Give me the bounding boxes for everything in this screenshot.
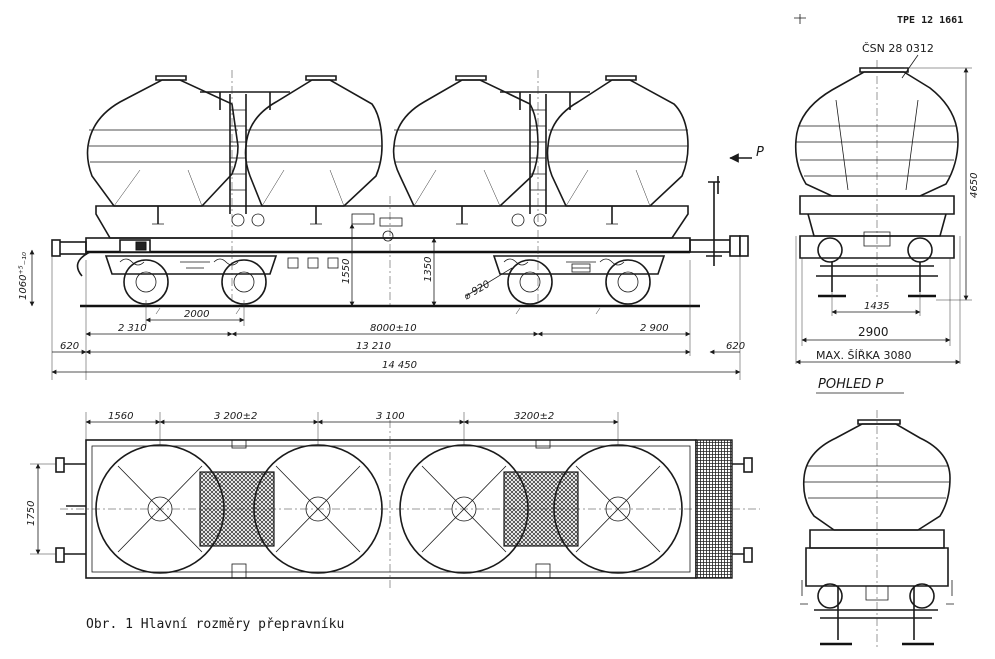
dim-overhang-right: 2 900 — [640, 323, 669, 334]
dim-buffer-centre: 1060⁺⁵₋₁₀ — [18, 252, 29, 300]
dim-hopper-pitch-1: 3 200±2 — [214, 411, 257, 422]
dim-buffer-height: 1350 — [423, 257, 434, 282]
buffer — [51, 235, 749, 277]
view-label: POHLED P — [818, 377, 883, 392]
dim-wheel-diameter: ⌀ 920 — [462, 279, 492, 303]
dim-buffer-left: 620 — [60, 341, 79, 352]
dim-height: 4650 — [969, 173, 980, 198]
dim-max-width: MAX. ŠÍŘKA 3080 — [816, 349, 911, 362]
dim-over-frame: 13 210 — [356, 341, 391, 352]
plan-view: 1560 3 200±2 3 100 3200±2 1750 — [26, 411, 760, 590]
dim-overhang-left: 2 310 — [118, 323, 147, 334]
dim-hopper-pitch-3: 3200±2 — [514, 411, 554, 422]
side-view: P 1550 1350 ⌀ 920 1060⁺⁵₋₁₀ 2000 2 310 8… — [18, 70, 764, 380]
dim-width: 2900 — [858, 325, 889, 339]
dim-bogie-wheelbase: 2000 — [184, 309, 209, 320]
dim-over-buffers: 14 450 — [382, 360, 417, 371]
end-view-lower — [800, 410, 954, 650]
dim-track-gauge: 1435 — [864, 301, 889, 312]
dim-buffer-spacing: 1750 — [26, 501, 37, 526]
drawing-number: TPE 12 1661 — [897, 15, 963, 26]
hopper-body — [86, 75, 689, 207]
ladder — [200, 91, 590, 214]
dim-end-offset: 1560 — [108, 411, 133, 422]
end-view: 4650 1435 2900 MAX. ŠÍŘKA 3080 POHLED P — [794, 60, 980, 394]
view-arrow-label: P — [756, 145, 764, 160]
underframe — [85, 205, 691, 273]
standard-reference: ČSN 28 0312 — [862, 42, 934, 55]
dim-buffer-right: 620 — [726, 341, 745, 352]
figure-caption: Obr. 1 Hlavní rozměry přepravníku — [86, 617, 344, 632]
bogie-right — [492, 255, 666, 305]
dim-frame-height: 1550 — [341, 259, 352, 284]
dim-hopper-pitch-2: 3 100 — [376, 411, 405, 422]
bogie-left — [104, 255, 278, 305]
dim-bogie-centres: 8000±10 — [370, 323, 417, 334]
